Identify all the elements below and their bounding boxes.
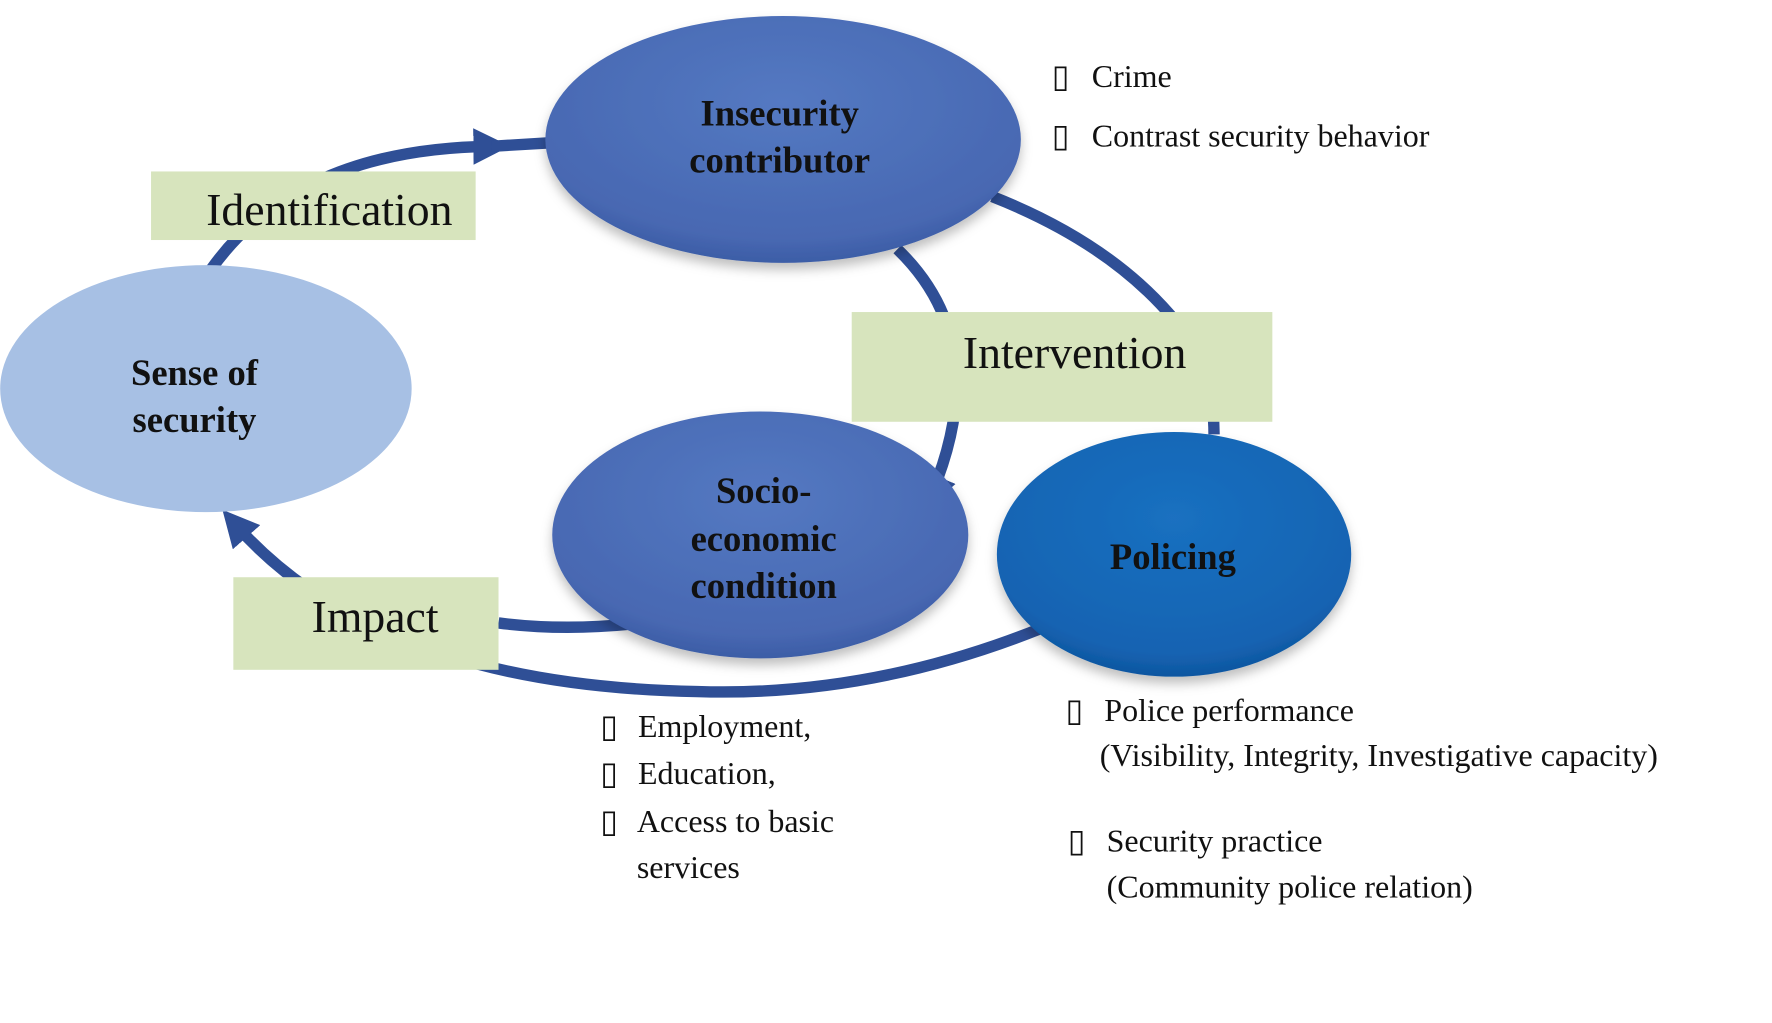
bullet-icon: ▯	[1052, 117, 1070, 153]
label-box-intervention	[851, 312, 1273, 422]
node-text: Socio-	[716, 470, 811, 511]
note-employment: Employment,	[638, 708, 811, 744]
arc-insecurity-to-insecurity-left	[491, 137, 550, 153]
bullet-icon: ▯	[600, 708, 618, 744]
node-text: contributor	[689, 140, 870, 181]
note-contrast: Contrast security behavior	[1092, 117, 1430, 153]
bullet-icon: ▯	[1068, 823, 1086, 859]
node-text: security	[133, 399, 257, 440]
node-socio-economic	[552, 411, 969, 659]
label-impact: Impact	[312, 591, 439, 642]
node-text: Sense of	[131, 352, 259, 393]
bullet-icon: ▯	[600, 803, 618, 839]
note-services: services	[637, 849, 740, 885]
node-sense-of-security	[0, 265, 412, 513]
bullet-icon: ▯	[1065, 692, 1083, 728]
label-identification: Identification	[206, 184, 452, 235]
note-security-practice: Security practice	[1107, 823, 1323, 859]
node-policing	[996, 432, 1352, 677]
bullet-icon: ▯	[600, 755, 618, 791]
note-crime: Crime	[1092, 58, 1172, 94]
node-text: Insecurity	[700, 93, 858, 134]
node-text: condition	[691, 565, 837, 606]
label-box-impact	[233, 577, 499, 670]
note-access: Access to basic	[637, 803, 834, 839]
node-insecurity-contributor	[545, 16, 1021, 263]
arc-socio-to-impact	[497, 617, 632, 633]
note-police-performance: Police performance	[1104, 692, 1354, 728]
note-police-performance-sub: (Visibility, Integrity, Investigative ca…	[1100, 737, 1658, 773]
label-box-identification	[151, 171, 476, 241]
label-intervention: Intervention	[963, 327, 1187, 378]
node-text: Policing	[1110, 536, 1236, 577]
node-text: economic	[691, 518, 837, 559]
bullet-icon: ▯	[1052, 58, 1070, 94]
note-security-practice-sub: (Community police relation)	[1107, 868, 1473, 904]
note-education: Education,	[638, 755, 776, 791]
